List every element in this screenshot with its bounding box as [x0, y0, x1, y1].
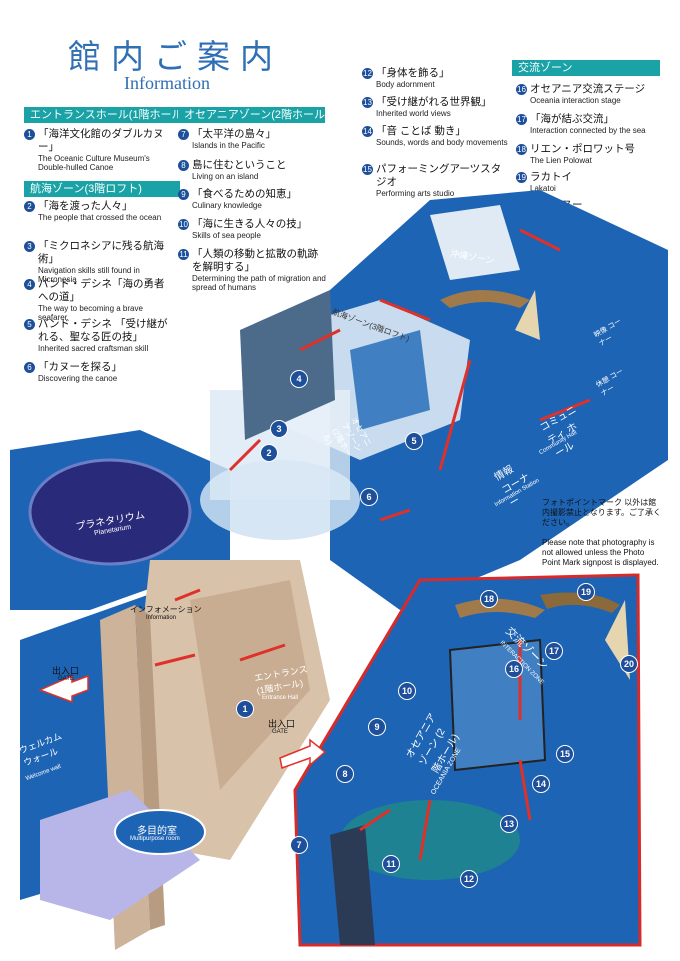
legend-item-7: 7「太平洋の島々」Islands in the Pacific — [178, 128, 328, 150]
map-pin-10[interactable]: 10 — [398, 682, 416, 700]
map-pin-11[interactable]: 11 — [382, 855, 400, 873]
label-multipurpose-en: Multipurpose room — [130, 836, 180, 842]
canoe-19-detail — [540, 592, 620, 613]
legend-item-6: 6「カヌーを探る」Discovering the canoe — [24, 361, 174, 383]
legend-item-14: 14「音 ことば 動き」Sounds, words and body movem… — [362, 125, 508, 147]
map-pin-12[interactable]: 12 — [460, 870, 478, 888]
zone-entrance-heading: エントランスホール(1階ホール) — [24, 107, 186, 123]
map-pin-14[interactable]: 14 — [532, 775, 550, 793]
photo-notice-jp: フォトポイントマーク 以外は館内撮影禁止となります。ご了承ください。 — [542, 498, 661, 527]
label-gate-1-en: GATE — [58, 676, 74, 682]
map-pin-13[interactable]: 13 — [500, 815, 518, 833]
map-pin-19[interactable]: 19 — [577, 583, 595, 601]
legend-item-13: 13「受け継がれる世界観」Inherited world views — [362, 96, 492, 118]
map-pin-5[interactable]: 5 — [405, 432, 423, 450]
map-pin-18[interactable]: 18 — [480, 590, 498, 608]
sail-20-upper — [515, 290, 540, 340]
okinawa-zone — [430, 205, 520, 280]
zone-voyage-heading: 航海ゾーン(3階ロフト) — [24, 181, 180, 197]
route-arrows — [154, 228, 591, 861]
map-pin-2[interactable]: 2 — [260, 444, 278, 462]
label-information: インフォメーション — [130, 605, 202, 614]
exhibit-wall-upper — [240, 290, 335, 440]
pillar-detail — [330, 825, 375, 945]
label-entrance-en: Entrance Hall — [262, 695, 299, 701]
legend-item-17: 17「海が結ぶ交流」Interaction connected by the s… — [516, 113, 646, 135]
map-pin-9[interactable]: 9 — [368, 718, 386, 736]
legend-item-10: 10「海に生きる人々の技」Skills of sea people — [178, 218, 308, 240]
gate-arrows — [38, 674, 327, 769]
label-gate-1: 出入口 — [52, 666, 80, 676]
legend-item-2: 2「海を渡った人々」The people that crossed the oc… — [24, 200, 174, 222]
map-pin-8[interactable]: 8 — [336, 765, 354, 783]
legend-item-1: 1「海洋文化館のダブルカヌー」The Oceanic Culture Museu… — [24, 128, 174, 172]
legend-item-3: 3「ミクロネシアに残る航海術」Navigation skills still f… — [24, 240, 174, 284]
label-multipurpose: 多目的室 — [137, 826, 177, 837]
map-pin-17[interactable]: 17 — [545, 642, 563, 660]
legend-item-9: 9「食べるための知恵」Culinary knowledge — [178, 188, 328, 210]
label-gate-2: 出入口 — [268, 719, 296, 729]
map-pin-16[interactable]: 16 — [505, 660, 523, 678]
planetarium-dome — [28, 458, 192, 566]
map-pin-7[interactable]: 7 — [290, 836, 308, 854]
canoe-19-upper — [440, 290, 530, 308]
map-pin-6[interactable]: 6 — [360, 488, 378, 506]
map-pin-4[interactable]: 4 — [290, 370, 308, 388]
canoe-18-detail — [455, 598, 545, 618]
photo-notice-en: Please note that photography is not allo… — [542, 538, 659, 567]
legend-item-12: 12「身体を飾る」Body adornment — [362, 67, 450, 89]
page-subtitle: Information — [124, 73, 210, 93]
map-pin-15[interactable]: 15 — [556, 745, 574, 763]
map-pin-20[interactable]: 20 — [620, 655, 638, 673]
multipurpose-room — [114, 809, 206, 855]
oceania-screen-upper — [350, 330, 430, 430]
floor-upper — [330, 190, 668, 610]
legend-item-11: 11「人類の移動と拡散の軌跡を解明する」Determining the path… — [178, 248, 326, 292]
photo-notice: フォトポイントマーク 以外は館内撮影禁止となります。ご了承ください。 Pleas… — [542, 498, 662, 568]
label-gate-2-en: GATE — [272, 729, 288, 735]
map-pin-3[interactable]: 3 — [270, 420, 288, 438]
label-information-en: Information — [146, 615, 177, 621]
map-pin-1[interactable]: 1 — [236, 700, 254, 718]
page-title: 館内ご案内 — [68, 37, 283, 76]
zone-oceania-heading: オセアニアゾーン(2階ホール) — [178, 107, 329, 123]
zone-exchange-heading: 交流ゾーン — [512, 60, 660, 76]
